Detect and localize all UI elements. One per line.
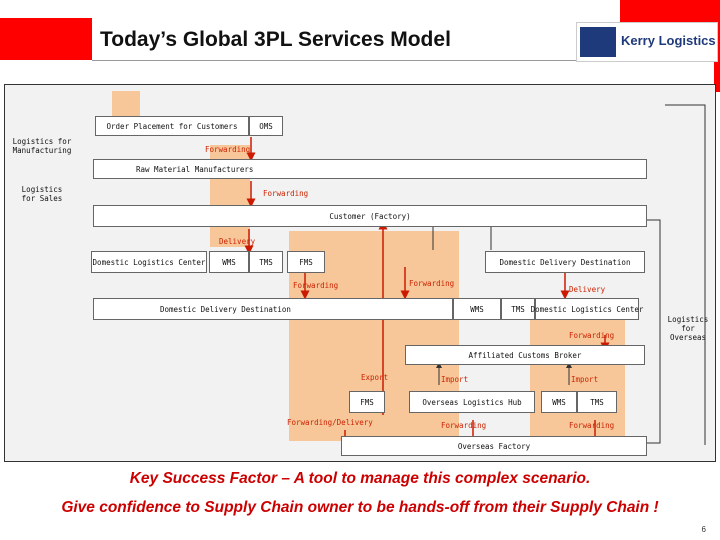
box-domestic-dd-left: Domestic Delivery Destination — [93, 298, 453, 320]
box-customer-factory: Customer (Factory) — [93, 205, 647, 227]
label-forwarding-2: Forwarding — [263, 189, 309, 198]
label-import-1: Import — [441, 375, 469, 384]
label-export: Export — [361, 373, 389, 382]
kerry-logistics-logo: Kerry Logistics — [576, 22, 718, 62]
box-overseas-hub: Overseas Logistics Hub — [409, 391, 535, 413]
label-delivery-1: Delivery — [219, 237, 256, 246]
label-logistics-manufacturing: Logistics for Manufacturing — [12, 137, 72, 155]
box-raw-material: Raw Material Manufacturers — [93, 159, 647, 179]
box-order-placement: Order Placement for Customers — [95, 116, 249, 136]
logo-text: Kerry Logistics — [621, 33, 716, 48]
confidence-statement: Give confidence to Supply Chain owner to… — [61, 499, 659, 516]
box-tms-left: TMS — [249, 251, 283, 273]
band-main-right — [530, 305, 625, 445]
header-red-block-right — [620, 0, 720, 22]
box-domestic-dd-right: Domestic Delivery Destination — [485, 251, 645, 273]
box-domestic-lc-left: Domestic Logistics Center — [91, 251, 207, 273]
label-forwarding-3: Forwarding — [293, 281, 339, 290]
label-forwarding-1: Forwarding — [205, 145, 251, 154]
label-forwarding-7: Forwarding — [569, 421, 615, 430]
header-divider — [92, 60, 714, 61]
label-delivery-2: Delivery — [569, 285, 606, 294]
box-fms-top: FMS — [287, 251, 325, 273]
key-success-factor: Key Success Factor – A tool to manage th… — [129, 470, 591, 487]
label-import-2: Import — [571, 375, 599, 384]
label-forwarding-5: Forwarding — [569, 331, 615, 340]
box-wms-right: WMS — [541, 391, 577, 413]
box-oms: OMS — [249, 116, 283, 136]
box-wms-mid: WMS — [453, 298, 501, 320]
box-domestic-lc-right: Domestic Logistics Center — [531, 298, 643, 320]
box-fms-bottom: FMS — [349, 391, 385, 413]
label-forwarding-6: Forwarding — [441, 421, 487, 430]
label-forwarding-4: Forwarding — [409, 279, 455, 288]
services-model-diagram: Order Placement for Customers OMS Raw Ma… — [4, 84, 716, 462]
box-wms-left: WMS — [209, 251, 249, 273]
page-title: Today’s Global 3PL Services Model — [100, 28, 451, 51]
box-overseas-factory: Overseas Factory — [341, 436, 647, 456]
box-tms-mid: TMS — [501, 298, 535, 320]
label-logistics-overseas: Logistics for Overseas — [667, 315, 709, 342]
page-number: 6 — [701, 525, 706, 534]
box-affiliated-broker: Affiliated Customs Broker — [405, 345, 645, 365]
label-forwarding-delivery: Forwarding/Delivery — [287, 418, 373, 427]
box-tms-right: TMS — [577, 391, 617, 413]
connector-right-outer — [665, 104, 706, 445]
logo-emblem-icon — [580, 27, 616, 57]
header-red-block-left — [0, 18, 92, 60]
label-logistics-sales: Logistics for Sales — [21, 185, 63, 203]
